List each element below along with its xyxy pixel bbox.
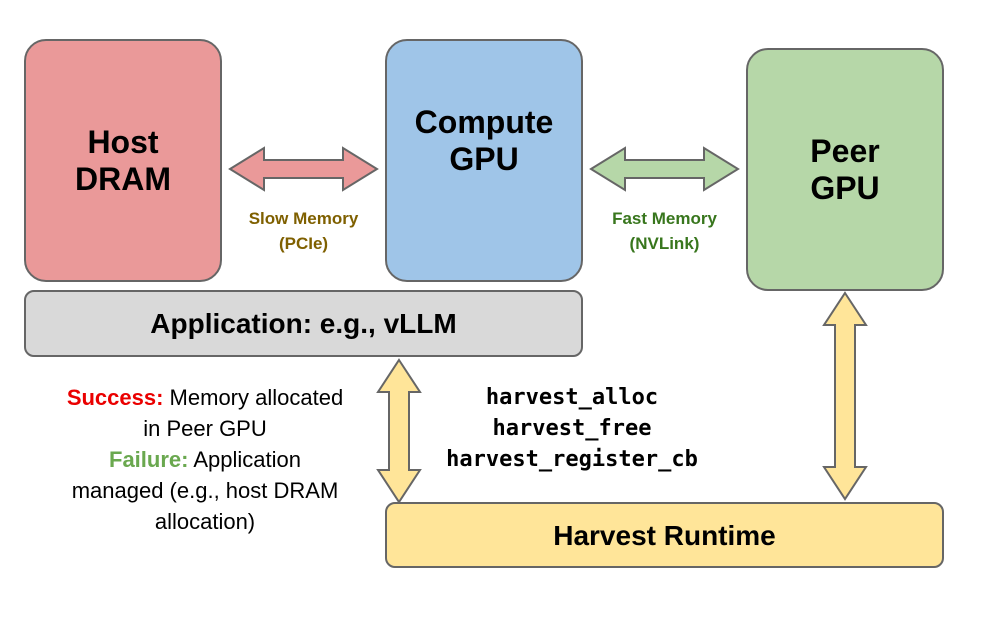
allocation-outcome-notes: Success: Memory allocated in Peer GPU Fa…: [30, 382, 380, 537]
peer-runtime-arrow: [822, 291, 868, 501]
failure-line-1: Failure: Application: [30, 444, 380, 475]
compute-gpu-box: Compute GPU: [385, 39, 583, 282]
failure-text-3: allocation): [154, 509, 256, 534]
api-call-register-cb: harvest_register_cb: [446, 447, 698, 472]
success-text-2: in Peer GPU: [143, 416, 267, 441]
failure-text-2: managed (e.g., host DRAM: [71, 478, 339, 503]
host-dram-box: Host DRAM: [24, 39, 222, 282]
api-call-alloc: harvest_alloc: [485, 385, 659, 410]
slow-memory-label: Slow Memory (PCIe): [248, 209, 359, 253]
application-label: Application: e.g., vLLM: [150, 308, 457, 339]
fast-memory-label: Fast Memory (NVLink): [612, 209, 717, 253]
api-call-free: harvest_free: [492, 416, 652, 441]
compute-gpu-label: Compute GPU: [414, 103, 554, 177]
application-box: Application: e.g., vLLM: [24, 290, 583, 357]
slow-memory-arrow: [228, 146, 379, 192]
peer-gpu-label: Peer GPU: [810, 132, 880, 206]
harvest-runtime-label: Harvest Runtime: [553, 519, 776, 551]
host-dram-label: Host DRAM: [75, 123, 171, 197]
app-runtime-arrow: [376, 358, 422, 504]
failure-keyword: Failure:: [109, 447, 189, 472]
harvest-runtime-box: Harvest Runtime: [385, 502, 944, 568]
failure-text-1: Application: [188, 447, 301, 472]
api-call-list: harvest_alloc harvest_free harvest_regis…: [400, 382, 744, 475]
fast-memory-arrow: [589, 146, 740, 192]
success-line-1: Success: Memory allocated: [30, 382, 380, 413]
success-text-1: Memory allocated: [163, 385, 344, 410]
success-keyword: Success:: [66, 385, 164, 410]
peer-gpu-box: Peer GPU: [746, 48, 944, 291]
